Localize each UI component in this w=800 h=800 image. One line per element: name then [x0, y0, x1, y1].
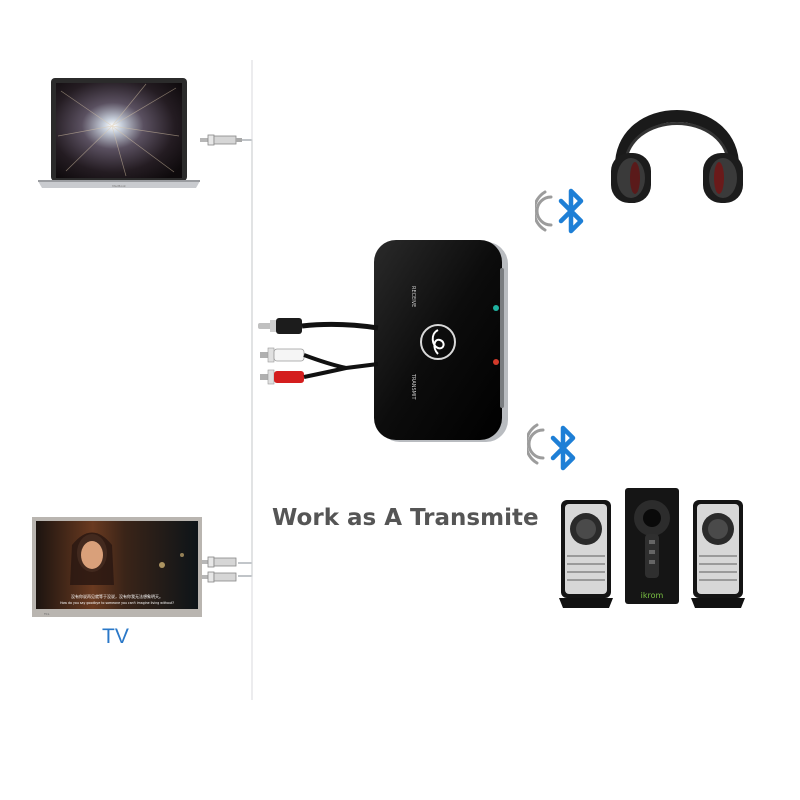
caption: Work as A Transmite [272, 505, 539, 531]
speaker-brand: ikrom [641, 591, 664, 600]
tv-label: TV [102, 625, 129, 649]
tv-connectors [200, 555, 242, 585]
tv: 没有你说再见就等于没说，没有你我无法想象明天。 How do you say g… [32, 515, 204, 620]
laptop-connector [200, 133, 242, 147]
transmit-label: TRANSMIT [410, 373, 416, 400]
headphones [607, 78, 747, 208]
bluetooth-icon [535, 187, 595, 239]
tv-brand: TCL [43, 612, 50, 616]
tv-subtitle-line2: How do you say goodbye to someone you ca… [60, 601, 174, 605]
audio-cables [258, 312, 383, 394]
bluetooth-adapter: RECEIVE TRANSMIT [372, 238, 512, 448]
receive-label: RECEIVE [410, 286, 416, 307]
bluetooth-icon [527, 420, 587, 474]
speaker-system: ikrom [553, 486, 753, 608]
tv-subtitle-line1: 没有你说再见就等于没说，没有你我无法想象明天。 [71, 593, 163, 599]
